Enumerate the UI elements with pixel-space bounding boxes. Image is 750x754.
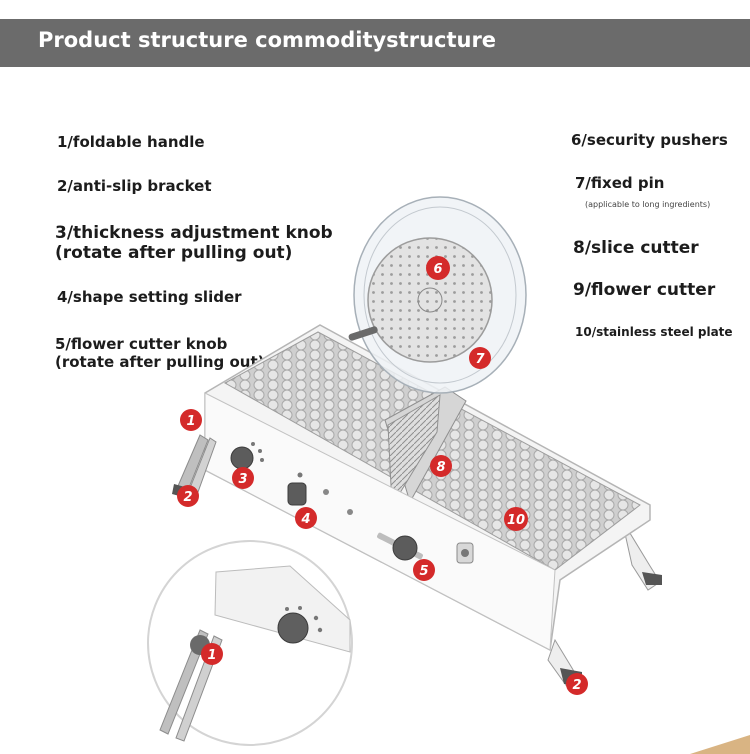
- marker-10: 10: [504, 507, 528, 531]
- wood-corner: [690, 735, 750, 754]
- thickness-knob: [230, 442, 264, 470]
- marker-1: 1: [180, 409, 202, 431]
- marker-1-label: 1: [186, 414, 195, 429]
- label-fixed-pin-note: (applicable to long ingredients): [585, 200, 711, 209]
- inset-marker-2-label: 2: [572, 678, 581, 693]
- marker-6: 6: [426, 256, 450, 280]
- label-steel-plate: 10/stainless steel plate: [575, 325, 733, 339]
- label-thickness-knob-line2: (rotate after pulling out): [55, 243, 293, 264]
- marker-5-label: 5: [419, 564, 428, 579]
- shape-slider: [287, 472, 353, 515]
- marker-8-label: 8: [436, 460, 445, 475]
- label-shape-slider: 4/shape setting slider: [57, 288, 242, 306]
- label-flower-knob: 5/flower cutter knob (rotate after pulli…: [55, 335, 265, 371]
- marker-10-label: 10: [507, 513, 525, 528]
- marker-3: 3: [232, 467, 254, 489]
- marker-2-label: 2: [183, 490, 192, 505]
- marker-4-label: 4: [300, 512, 310, 527]
- page-title: Product structure commoditystructure: [38, 28, 497, 52]
- inset-closeup: 1: [147, 540, 353, 746]
- slicer-body: [204, 324, 651, 652]
- inset-marker-1-label: 1: [207, 648, 216, 663]
- label-thickness-knob-line1: 3/thickness adjustment knob: [55, 223, 333, 243]
- label-slice-cutter: 8/slice cutter: [573, 238, 699, 258]
- label-anti-slip-bracket: 2/anti-slip bracket: [57, 177, 212, 195]
- marker-6-label: 6: [433, 262, 442, 277]
- label-security-pushers: 6/security pushers: [571, 131, 728, 149]
- label-thickness-knob: 3/thickness adjustment knob (rotate afte…: [55, 223, 333, 263]
- label-flower-knob-line2: (rotate after pulling out): [55, 352, 265, 371]
- fixed-pin: [456, 542, 474, 564]
- inset-marker-1: 1: [201, 643, 223, 665]
- marker-5: 5: [413, 559, 435, 581]
- label-fixed-pin: 7/fixed pin: [575, 174, 665, 192]
- header-banner: Product structure commoditystructure: [0, 19, 750, 67]
- label-foldable-handle: 1/foldable handle: [57, 133, 205, 151]
- marker-7-label: 7: [475, 352, 485, 367]
- label-flower-knob-line1: 5/flower cutter knob: [55, 335, 228, 353]
- marker-2: 2: [177, 485, 199, 507]
- flower-cutter-knob: [392, 535, 418, 561]
- inset-marker-2: 2: [566, 673, 588, 695]
- marker-7: 7: [469, 347, 491, 369]
- marker-3-label: 3: [238, 472, 247, 487]
- marker-4: 4: [295, 507, 317, 529]
- marker-8: 8: [430, 455, 452, 477]
- label-flower-cutter: 9/flower cutter: [573, 280, 716, 300]
- security-pusher: [348, 196, 527, 394]
